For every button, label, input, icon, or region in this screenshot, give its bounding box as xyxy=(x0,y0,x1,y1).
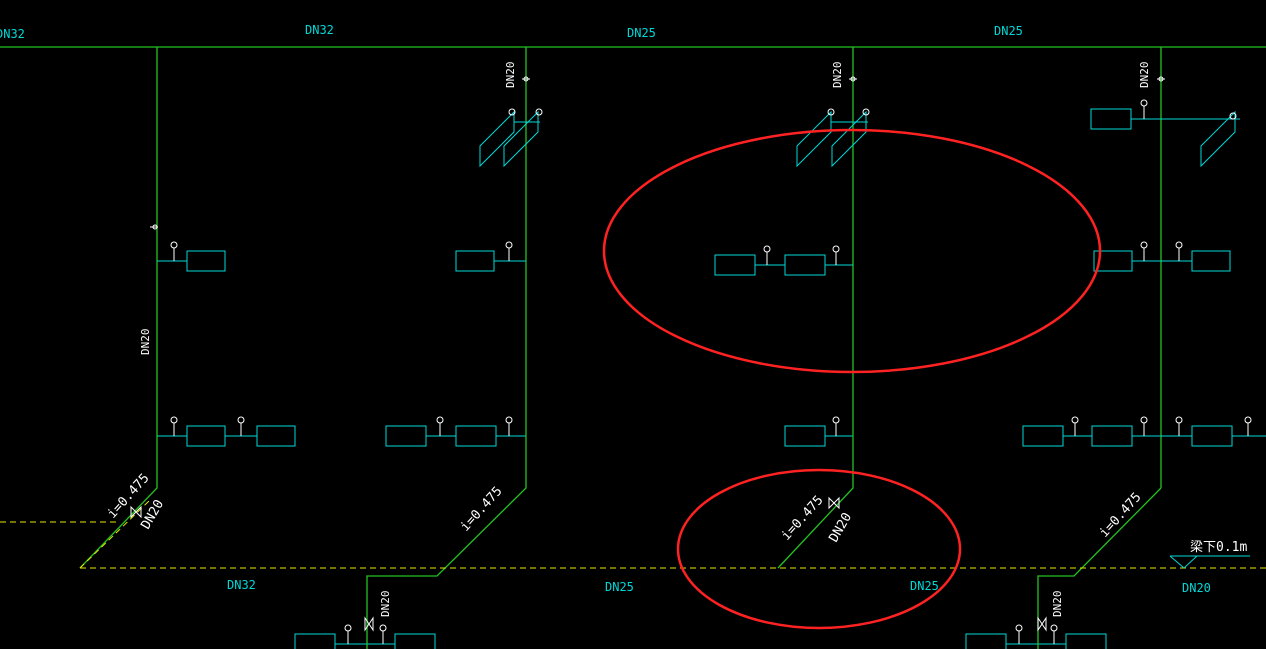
label-return-dn20: DN20 xyxy=(1182,581,1211,595)
label-riser-a: DN20 xyxy=(139,329,152,356)
radiators xyxy=(157,108,1266,649)
level-mark: 梁下0.1m xyxy=(1169,540,1250,569)
markup-ellipse-upper xyxy=(602,128,1102,374)
label-return-dn25-a: DN25 xyxy=(605,580,634,594)
label-riser-b: DN20 xyxy=(504,62,517,89)
label-slope-right: i=0.475 xyxy=(1097,490,1145,541)
label-slope-mid: i=0.475 xyxy=(458,484,506,535)
label-dn32-top-left: DN32 xyxy=(0,27,25,41)
label-level-note: 梁下0.1m xyxy=(1190,540,1247,555)
radiator-valve-caps xyxy=(170,99,1252,644)
isometric-valve-caps xyxy=(508,108,1237,120)
label-riser-c: DN20 xyxy=(831,62,844,89)
isometric-radiators xyxy=(479,110,1236,168)
label-branch-center: DN20 xyxy=(826,510,855,545)
supply-main xyxy=(0,46,1266,488)
markup-ellipse-lower xyxy=(676,468,962,630)
label-return-dn32: DN32 xyxy=(227,578,256,592)
label-dn32-top: DN32 xyxy=(305,23,334,37)
label-riser-d: DN20 xyxy=(1138,62,1151,89)
label-drop-left: DN20 xyxy=(379,591,392,618)
label-return-dn25-b: DN25 xyxy=(910,579,939,593)
label-drop-right: DN20 xyxy=(1051,591,1064,618)
branch-valves xyxy=(130,496,1047,632)
riser-valves xyxy=(150,76,1165,230)
supply-drops xyxy=(79,432,1162,649)
label-dn25-top-a: DN25 xyxy=(627,26,656,40)
label-dn25-top-b: DN25 xyxy=(994,24,1023,38)
return-main xyxy=(0,499,1266,569)
label-slope-center: i=0.475 xyxy=(779,493,827,544)
